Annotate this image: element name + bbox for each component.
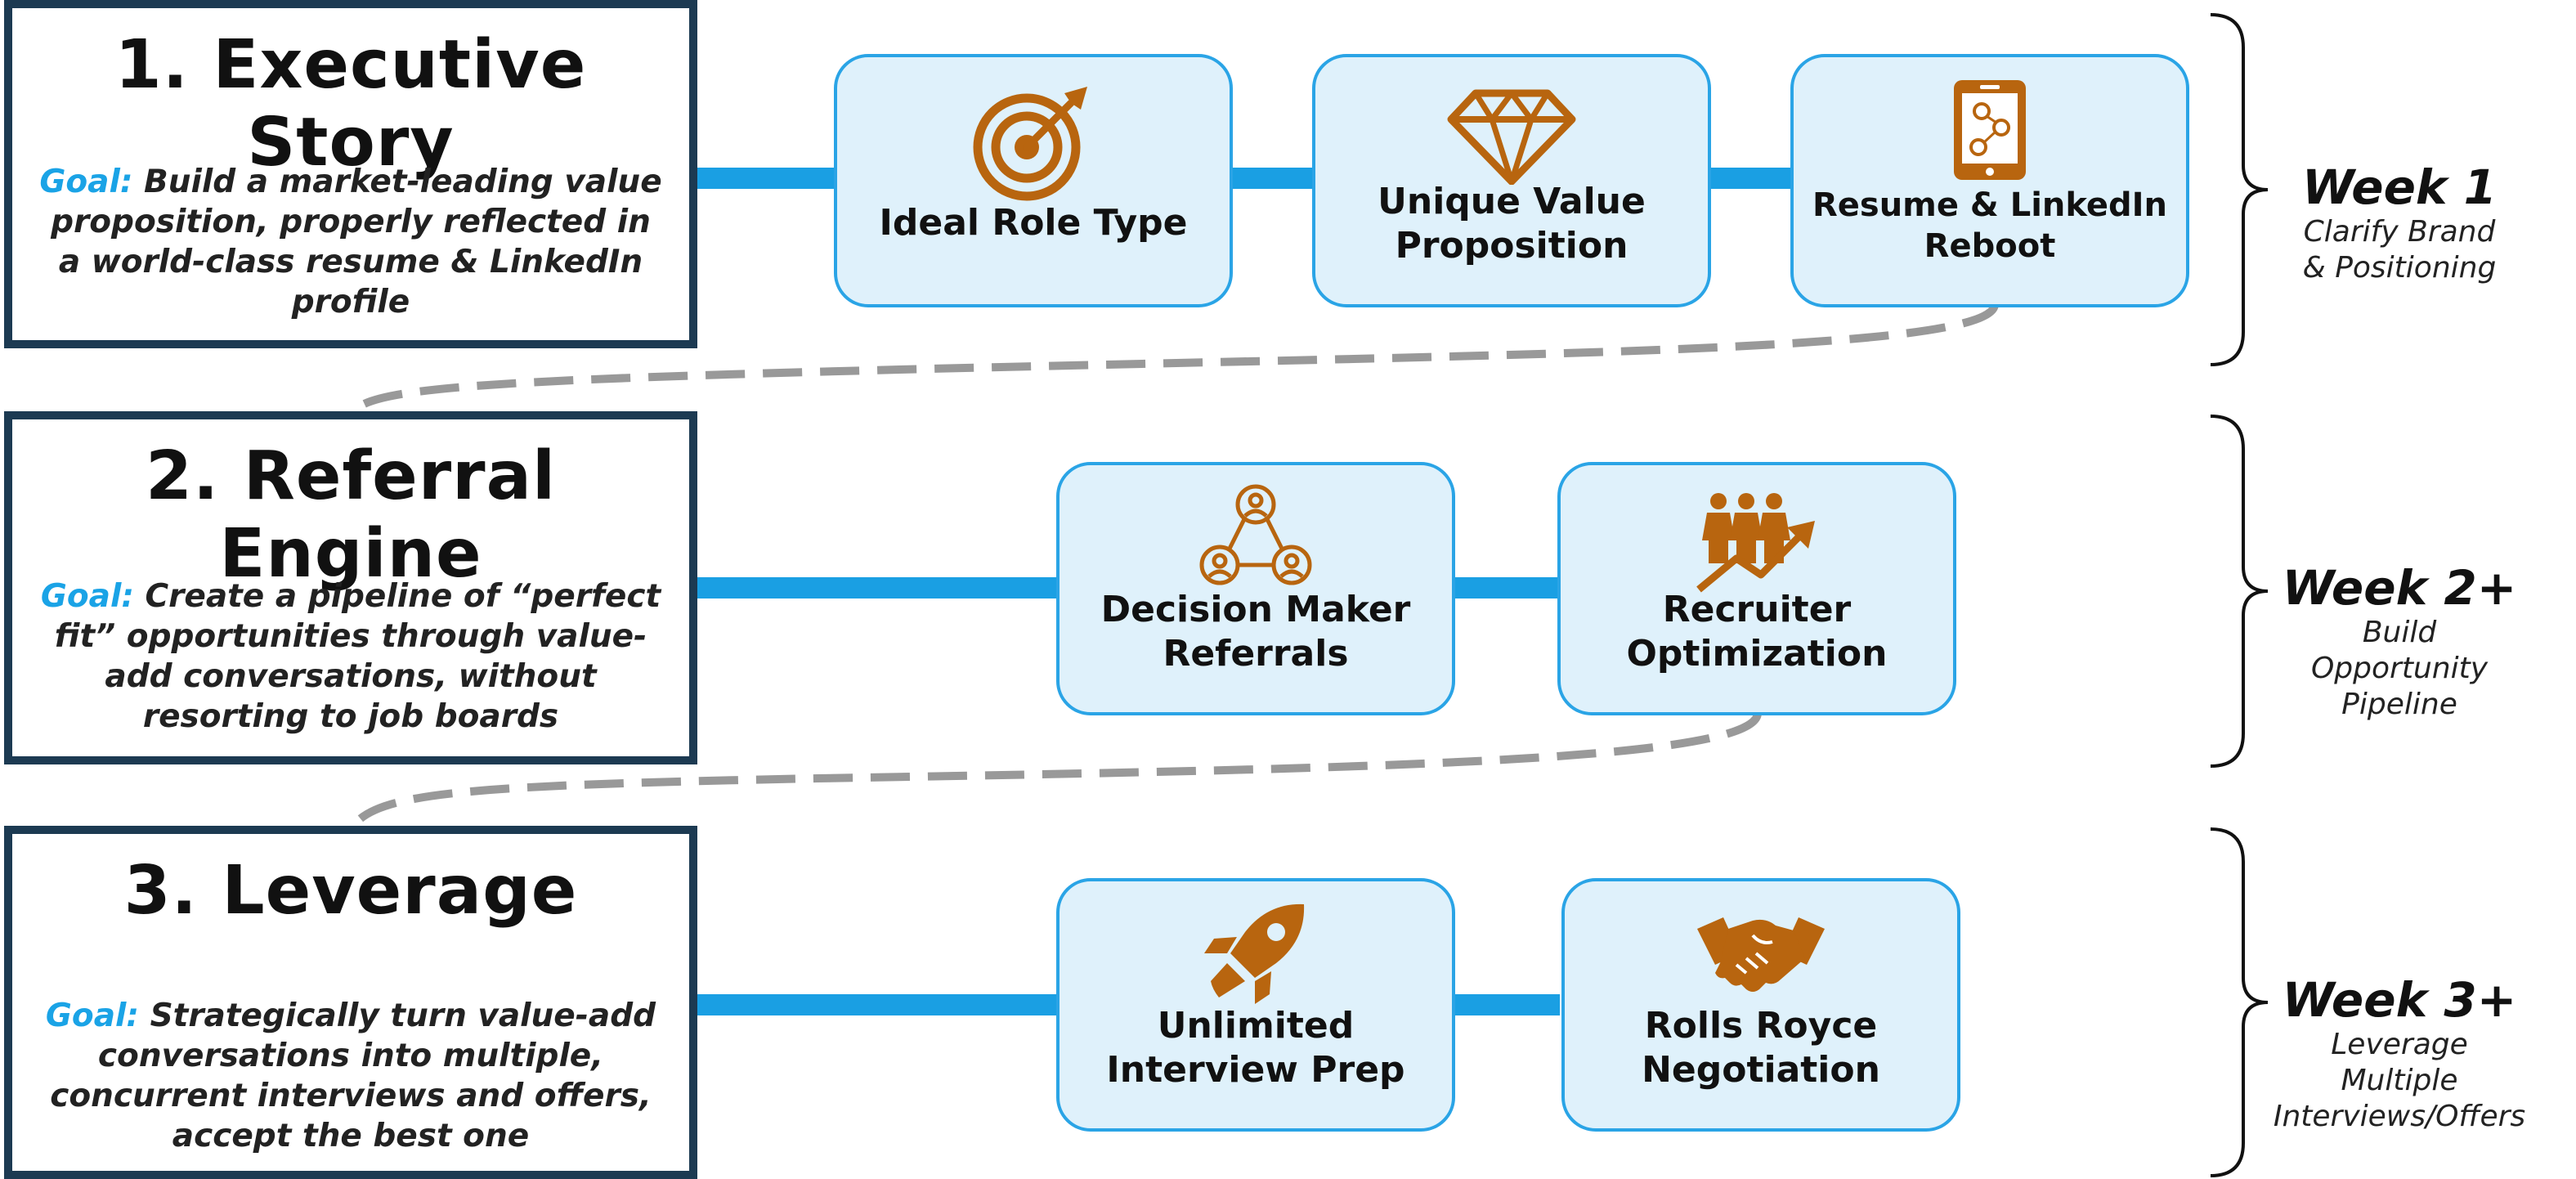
step-ideal-role-type: Ideal Role Type (834, 54, 1233, 307)
step-rolls-royce-negotiation: Rolls Royce Negotiation (1561, 878, 1960, 1132)
step-label: Resume & LinkedIn Reboot (1812, 186, 2168, 265)
target-icon (973, 87, 1087, 201)
dashed-transition (356, 712, 1762, 823)
handshake-icon (1697, 917, 1825, 992)
connector-line (1233, 168, 1319, 189)
week-title: Week 3+ (2282, 972, 2517, 1028)
week-brace (2210, 13, 2269, 366)
step-label: Decision Maker Referrals (1100, 589, 1411, 675)
dashed-transition (357, 303, 1999, 410)
stage-box-executive-story: 1. Executive Story Goal: Build a market-… (4, 0, 697, 348)
connector-line (1711, 168, 1797, 189)
stage-title: 3. Leverage (123, 852, 578, 930)
step-label: Unique Value Proposition (1378, 181, 1646, 267)
week-subtitle: Leverage Multiple Interviews/Offers (2273, 1028, 2526, 1133)
week-label-1: Week 1 Clarify Brand & Positioning (2236, 160, 2563, 286)
connector-line (1449, 577, 1560, 598)
stage-title: 1. Executive Story (114, 26, 587, 182)
step-unlimited-interview-prep: Unlimited Interview Prep (1056, 878, 1455, 1132)
step-label: Unlimited Interview Prep (1106, 1005, 1405, 1091)
step-unique-value-proposition: Unique Value Proposition (1312, 54, 1711, 307)
stage-title: 2. Referral Engine (145, 437, 557, 593)
week-label-3: Week 3+ Leverage Multiple Interviews/Off… (2236, 973, 2563, 1135)
connector-line (697, 994, 1057, 1015)
step-resume-linkedin-reboot: Resume & LinkedIn Reboot (1790, 54, 2189, 307)
week-label-2: Week 2+ Build Opportunity Pipeline (2236, 561, 2563, 723)
goal-text: Build a market-leading value proposition… (51, 164, 662, 321)
week-subtitle: Clarify Brand & Positioning (2302, 215, 2497, 285)
connector-line (1449, 994, 1560, 1015)
goal-label: Goal: (39, 164, 133, 200)
goal-label: Goal: (45, 997, 140, 1034)
goal-label: Goal: (40, 578, 134, 615)
step-label: Recruiter Optimization (1626, 589, 1888, 675)
week-title: Week 1 (2301, 159, 2498, 215)
diamond-icon (1447, 89, 1576, 185)
step-decision-maker-referrals: Decision Maker Referrals (1056, 462, 1455, 715)
smartphone-network-icon (1954, 80, 2026, 180)
team-growth-icon (1696, 493, 1815, 593)
connector-line (697, 577, 1057, 598)
stage-box-referral-engine: 2. Referral Engine Goal: Create a pipeli… (4, 411, 697, 764)
stage-goal: Goal: Strategically turn value-add conve… (37, 996, 665, 1156)
stage-box-leverage: 3. Leverage Goal: Strategically turn val… (4, 826, 697, 1179)
people-network-icon (1199, 484, 1312, 585)
week-brace (2210, 415, 2269, 768)
stage-goal: Goal: Create a pipeline of “perfect fit”… (37, 576, 665, 737)
goal-text: Create a pipeline of “perfect fit” oppor… (54, 578, 661, 735)
connector-line (697, 168, 840, 189)
step-recruiter-optimization: Recruiter Optimization (1557, 462, 1956, 715)
week-title: Week 2+ (2282, 560, 2517, 616)
rocket-icon (1204, 903, 1305, 1004)
stage-goal: Goal: Build a market-leading value propo… (37, 162, 665, 322)
step-label: Ideal Role Type (879, 202, 1188, 244)
week-brace (2210, 827, 2269, 1177)
step-label: Rolls Royce Negotiation (1642, 1005, 1880, 1091)
week-subtitle: Build Opportunity Pipeline (2310, 616, 2489, 721)
goal-text: Strategically turn value-add conversatio… (50, 997, 656, 1154)
